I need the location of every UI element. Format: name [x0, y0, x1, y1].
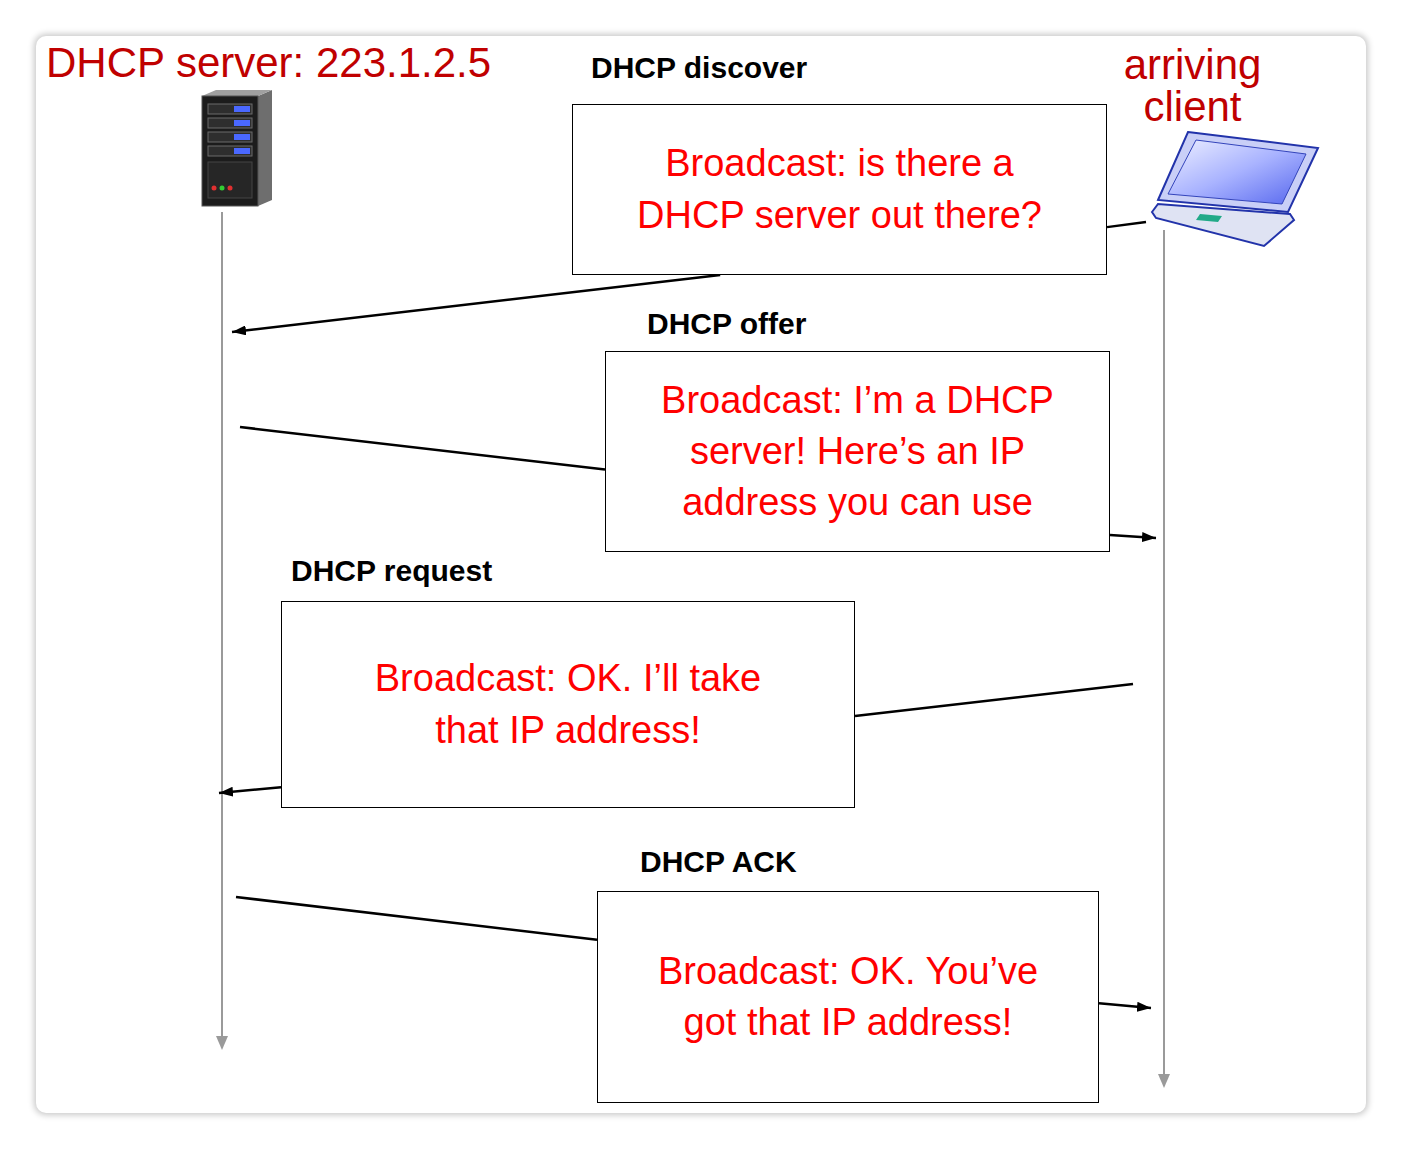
message-heading: DHCP offer [647, 307, 1110, 351]
message-text: Broadcast: OK. I’ll take that IP address… [353, 653, 783, 756]
client-node: arriving client [1105, 44, 1280, 1090]
message-arrow [219, 787, 281, 793]
message-box: DHCP requestBroadcast: OK. I’ll take tha… [281, 554, 855, 808]
laptop-icon [1152, 132, 1318, 246]
message-heading: DHCP ACK [640, 845, 1099, 891]
message-arrow [236, 897, 597, 940]
message-text: Broadcast: OK. You’ve got that IP addres… [633, 946, 1063, 1049]
message-box: DHCP discoverBroadcast: is there a DHCP … [572, 51, 1107, 275]
message-box: DHCP ACK Broadcast: OK. You’ve got that I… [597, 845, 1099, 1103]
lifeline [216, 212, 1170, 1088]
message-heading: DHCP request [291, 554, 855, 601]
message-arrow [1099, 1003, 1151, 1008]
message-text: Broadcast: is there a DHCP server out th… [625, 138, 1055, 241]
message-arrow [232, 275, 720, 332]
actor-label: arriving client [1108, 44, 1278, 128]
message-box: DHCP offerBroadcast: I’m a DHCP server! … [605, 307, 1110, 552]
message-text: Broadcast: I’m a DHCP server! Here’s an … [643, 375, 1073, 529]
message-frame: Broadcast: I’m a DHCP server! Here’s an … [605, 351, 1110, 552]
message-arrow [240, 427, 605, 470]
message-arrow [855, 684, 1133, 716]
message-arrow [1107, 222, 1146, 227]
message-heading: DHCP discover [591, 51, 1107, 104]
message-frame: Broadcast: OK. I’ll take that IP address… [281, 601, 855, 808]
server-node: DHCP server: 223.1.2.5 [46, 39, 496, 1052]
actor-label: DHCP server: 223.1.2.5 [46, 39, 491, 87]
message-frame: Broadcast: OK. You’ve got that IP addres… [597, 891, 1099, 1103]
server-icon [202, 90, 272, 206]
message-arrow [1110, 535, 1156, 538]
message-frame: Broadcast: is there a DHCP server out th… [572, 104, 1107, 275]
